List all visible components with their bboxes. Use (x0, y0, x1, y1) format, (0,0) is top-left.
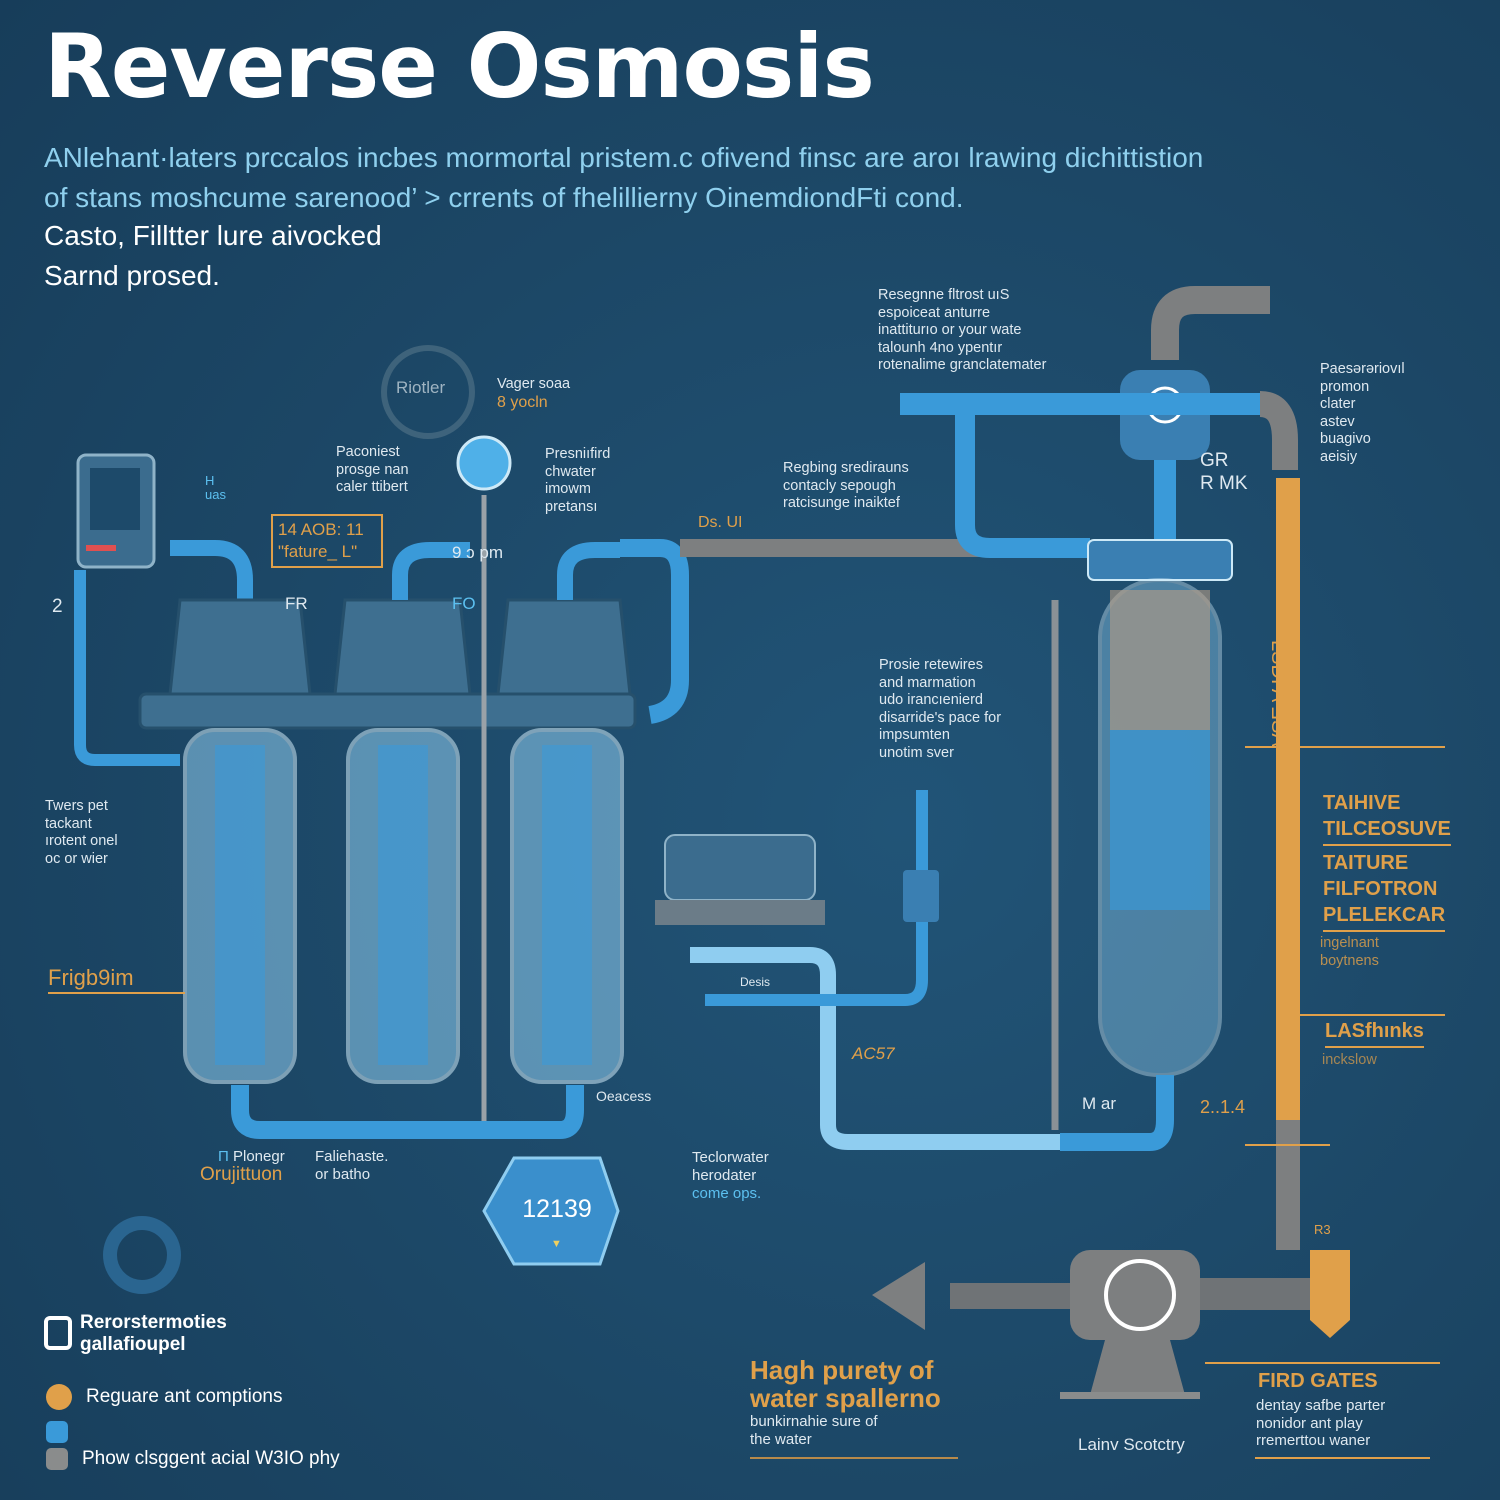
feed-pipe (74, 570, 180, 766)
decorative-ring (103, 1216, 181, 1294)
label-vager: Vager soaa (497, 376, 571, 392)
connector-pipe-2 (557, 542, 620, 600)
status-badge: 14 AOB: 11 "fature_ L" (278, 519, 364, 563)
gray-elbow (1258, 391, 1298, 470)
label-top-center: Resegnne fltrost uıS espoiceat anturre i… (878, 287, 1047, 373)
purity-title: Hagh purety of water spallerno (750, 1355, 941, 1413)
label-frigb: Frigb9im (48, 965, 134, 990)
intro-line-3: Casto, Filltter lure aivocked (44, 220, 382, 251)
blue-swatch-icon (46, 1421, 68, 1443)
label-number-2: 2 (52, 596, 63, 617)
label-rioter: Riotler (396, 378, 446, 397)
label-ds-ui: Ds. UI (698, 514, 743, 531)
side-heading-2: TAITURE FILFOTRON PLELEKCAR (1323, 850, 1446, 932)
plonegr-text: Plonegr (233, 1148, 285, 1165)
gates-subtitle: dentay safbe parter nonidor ant play rre… (1256, 1397, 1386, 1449)
intro-line-1: ANlehant·laters prccalos incbes mormorta… (44, 142, 1204, 173)
label-acs7: AC57 (852, 1044, 895, 1063)
badge-frame (271, 514, 383, 568)
label-vertical: LSDI A ƎSA (1267, 640, 1289, 747)
feed-pipe-top (170, 540, 253, 600)
caret-down-icon: ▼ (551, 1238, 562, 1250)
decorative-globe (381, 345, 475, 439)
orange-drain-line (1276, 478, 1300, 1248)
label-lainy: Lainv Scotctry (1078, 1435, 1185, 1454)
label-faliehaste: Faliehaste. or batho (315, 1148, 389, 1183)
label-fr: FR (285, 594, 308, 613)
label-top-right: Paesərəriovıl promon clater astev buagiv… (1320, 361, 1405, 465)
page-title: Reverse Osmosis (44, 15, 875, 118)
gray-swatch-icon (46, 1448, 68, 1470)
intro-line-2: of stans moshcume sarenood’ > crrents of… (44, 182, 964, 213)
light-blue-permeate-pipe (690, 947, 1060, 1150)
label-paconiet: Paconiest prosge nan caler ttibert (336, 444, 409, 495)
legend-icon (44, 1316, 72, 1350)
purity-subtitle: bunkirnahie sure of the water (750, 1413, 878, 1448)
label-prosie: Prosie retewires and marmation udo iranc… (879, 657, 1002, 761)
booster-pump-unit (664, 834, 816, 901)
label-presnified: Presniıfird chwater imowm pretansı (545, 446, 611, 515)
legend-label: Phow clsggent acial W3IO phy (82, 1448, 340, 1469)
bottom-pipe (231, 1085, 584, 1139)
label-2-1-4: 2..1.4 (1200, 1097, 1246, 1117)
pressure-gauge-icon (456, 435, 512, 491)
hexagon-value: 12139 (522, 1195, 592, 1223)
prefilter-3 (496, 598, 632, 1084)
legend-item-orange: Reguare ant comptions (46, 1384, 282, 1410)
manifold-bar (138, 692, 637, 730)
label-plonegr: Π Plonegr (218, 1148, 285, 1165)
intro-line-4: Sarnd prosed. (44, 260, 220, 291)
orange-swatch-icon (46, 1384, 72, 1410)
high-pressure-pump (872, 1250, 1350, 1399)
label-tweers: Twers pet tackant ırotent onel oc or wie… (45, 798, 118, 867)
label-vager-sub: 8 yocln (497, 394, 548, 411)
outlet-pipe (620, 539, 689, 724)
gray-supply-pipe (1151, 286, 1270, 360)
label-orujituon: Orujittuon (200, 1164, 283, 1185)
legend-label: Reguare ant comptions (86, 1386, 283, 1407)
label-teclorwater: Teclorwater herodater (692, 1149, 769, 1184)
label-come-ops: come ops. (692, 1185, 762, 1202)
label-m-ar: M ar (1082, 1094, 1116, 1113)
control-panel-icon (76, 453, 156, 569)
label-regbing: Regbing sredirauns contacly sepough ratc… (783, 460, 909, 511)
side-heading-2-sub: ingelnant boytnens (1320, 935, 1379, 969)
gates-title: FIRD GATES (1258, 1370, 1378, 1392)
badge-line-2: "fature_ L" (278, 542, 358, 561)
label-fo: FO (452, 594, 476, 613)
side-heading-3: LASfhınks (1325, 1018, 1424, 1048)
hexagon-badge (482, 1156, 620, 1266)
intro-text: ANlehant·laters prccalos incbes mormorta… (44, 138, 1203, 218)
legend-heading: Rerorstermoties gallafioupel (80, 1312, 227, 1355)
label-oeacess: Oeacess (596, 1088, 652, 1104)
side-heading-1: TAIHIVE TILCEOSUVE (1323, 790, 1451, 846)
blue-down-pipe (955, 404, 1090, 558)
blue-product-pipe (705, 790, 928, 1006)
connector-pipe-1 (392, 542, 470, 600)
label-dess: Desis (740, 975, 771, 989)
prefilter-1 (168, 598, 312, 1084)
label-pm: 9 ɔ pm (452, 543, 504, 562)
legend-item-blue (46, 1421, 82, 1443)
membrane-cap (1087, 539, 1233, 581)
label-h-uas: H uas (205, 473, 226, 502)
label-gr-mk: GR R MK (1200, 450, 1248, 494)
legend-item-gray: Phow clsggent acial W3IO phy (46, 1448, 340, 1470)
side-heading-3-sub: inckslow (1322, 1052, 1377, 1068)
label-r3: R3 (1314, 1222, 1331, 1237)
prefilter-2 (333, 598, 472, 1084)
badge-line-1: 14 AOB: 11 (278, 520, 364, 539)
